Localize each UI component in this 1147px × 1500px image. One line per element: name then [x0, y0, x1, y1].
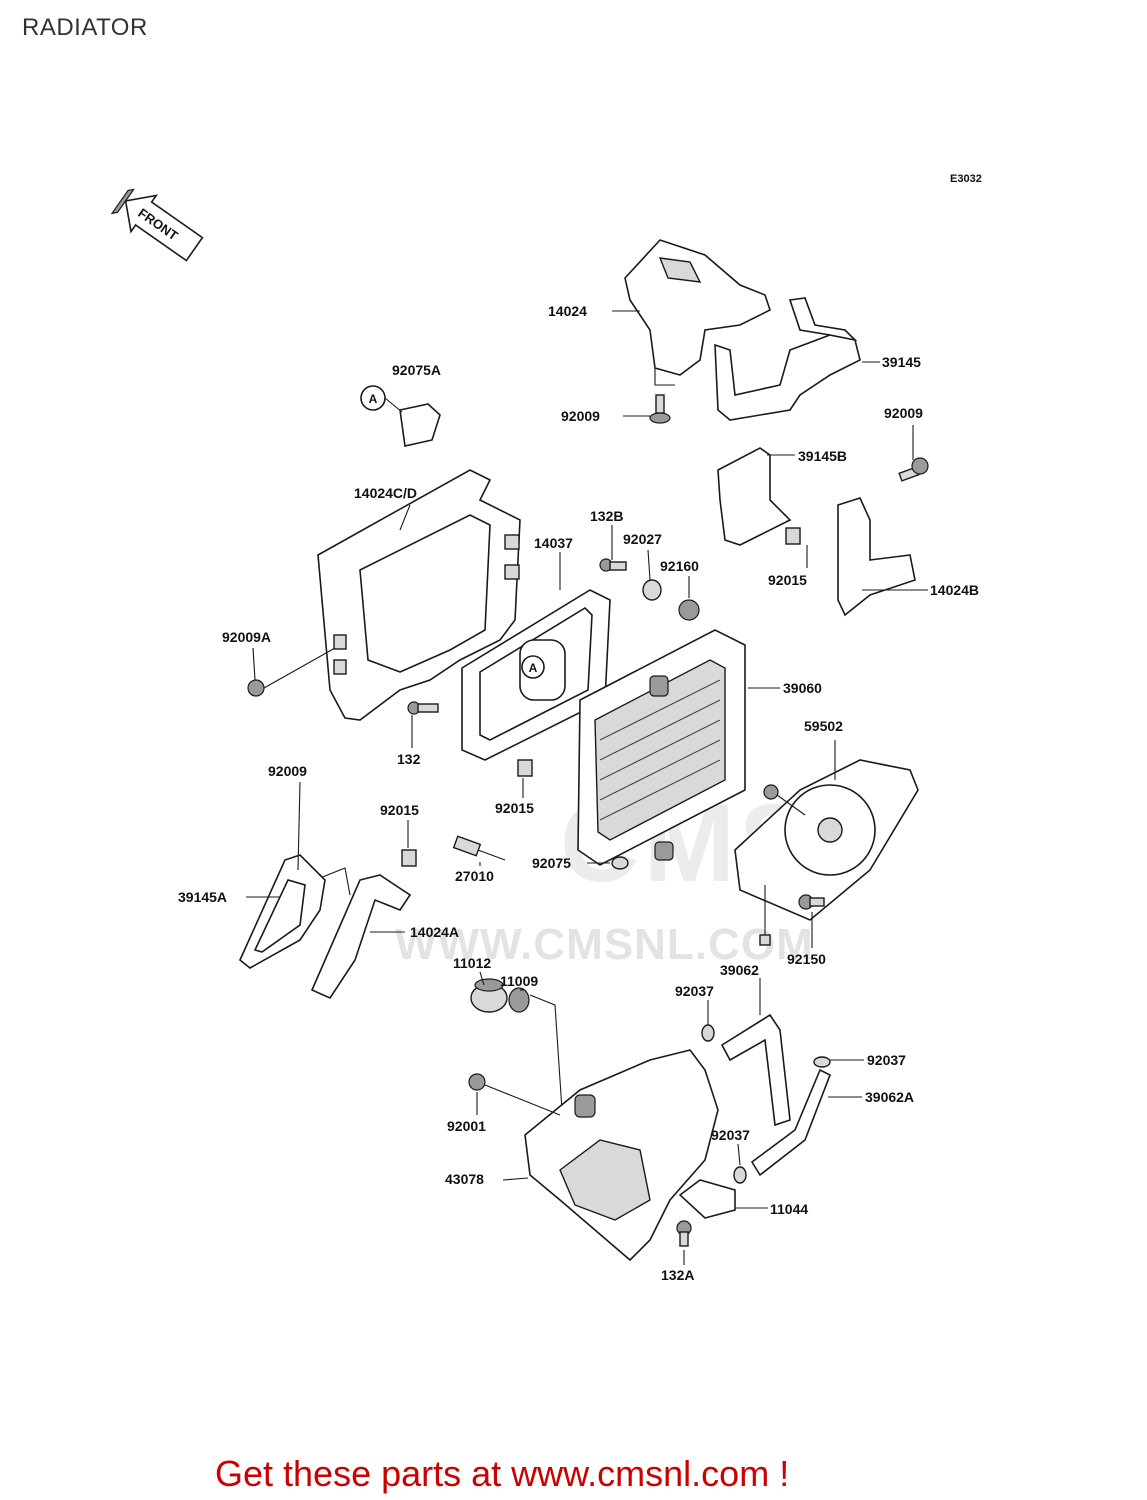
part-label: 14037 [534, 535, 573, 551]
part-label: 92037 [675, 983, 714, 999]
part-label: 92009 [561, 408, 600, 424]
part-label: 92009 [884, 405, 923, 421]
part-label: 92075A [392, 362, 442, 378]
part-132-bolt [407, 701, 439, 715]
part-label: 92015 [380, 802, 419, 818]
part-label: 92009A [222, 629, 272, 645]
part-label: 92009 [268, 763, 307, 779]
part-label: 11012 [453, 955, 492, 971]
part-92027-grommet [642, 579, 662, 601]
part-label: 39145A [178, 889, 228, 905]
part-39145a-cover [239, 854, 326, 969]
part-92015-clip [517, 759, 533, 777]
diagram-code: E3032 [950, 173, 982, 185]
part-39145-duct [714, 297, 861, 421]
part-92160-damper [678, 599, 700, 621]
part-92009-bolt [649, 394, 671, 424]
promo-link[interactable]: Get these parts at www.cmsnl.com ! [215, 1453, 790, 1494]
part-label: 92150 [787, 951, 826, 967]
part-label: 14024B [930, 582, 980, 598]
part-label: 59502 [804, 718, 843, 734]
part-14024b-bracket [785, 497, 916, 617]
part-92001-bolt [468, 1073, 561, 1116]
part-label: 39062 [720, 962, 759, 978]
part-label: 132B [590, 508, 624, 524]
part-label: 11044 [770, 1201, 809, 1217]
part-92009-bolt-right [898, 457, 929, 482]
part-39060-radiator [577, 629, 746, 866]
callout-a-icon: A [360, 385, 386, 411]
part-label: 92037 [711, 1127, 750, 1143]
part-label: 132 [397, 751, 421, 767]
part-59502-fan [734, 759, 919, 946]
part-92009a-bolt [247, 647, 336, 697]
part-label: 14024A [410, 924, 460, 940]
part-label: 27010 [455, 868, 494, 884]
part-39145b-cover [717, 447, 792, 546]
part-132b-bolt [599, 558, 627, 572]
part-label: 43078 [445, 1171, 484, 1187]
part-14024cd-shroud [317, 469, 521, 721]
part-label: 39145B [798, 448, 848, 464]
part-label: 14024 [548, 303, 587, 319]
part-label: 132A [661, 1267, 695, 1283]
part-39062a-hose [750, 1068, 832, 1177]
part-92037-clamp [701, 1024, 831, 1184]
callout-letter: A [369, 392, 378, 406]
page-title: RADIATOR [22, 14, 148, 41]
part-11044-bracket [678, 1179, 736, 1219]
part-132a-bolt [676, 1220, 692, 1247]
part-label: 92037 [867, 1052, 906, 1068]
part-label: 11009 [500, 973, 539, 989]
part-label: 92075 [532, 855, 571, 871]
part-39062-hose [720, 1013, 791, 1127]
part-label: 14024C/D [354, 485, 418, 501]
part-92075-grommet [611, 856, 629, 870]
part-label: 92015 [768, 572, 807, 588]
part-43078-reservoir [524, 1049, 719, 1262]
part-92015-clip-left [401, 849, 417, 867]
part-label: 92001 [447, 1118, 486, 1134]
part-92075a-pad [384, 397, 441, 447]
watermark-url: WWW.CMSNL.COM [395, 920, 814, 969]
part-11012-cap [470, 978, 508, 1013]
part-label: 92160 [660, 558, 699, 574]
part-14037-frame: A [461, 589, 611, 761]
part-92150-bolt [798, 894, 825, 910]
part-label: 39145 [882, 354, 921, 370]
part-label: 39060 [783, 680, 822, 696]
svg-text:A: A [529, 661, 538, 675]
part-label: 92027 [623, 531, 662, 547]
front-arrow-icon: FRONT [110, 188, 204, 262]
part-14024-bracket [624, 239, 771, 386]
part-11009-seal [508, 987, 563, 1111]
part-label: 92015 [495, 800, 534, 816]
part-label: 39062A [865, 1089, 915, 1105]
part-27010-switch [452, 835, 506, 861]
part-14024a-bracket [310, 874, 412, 1000]
